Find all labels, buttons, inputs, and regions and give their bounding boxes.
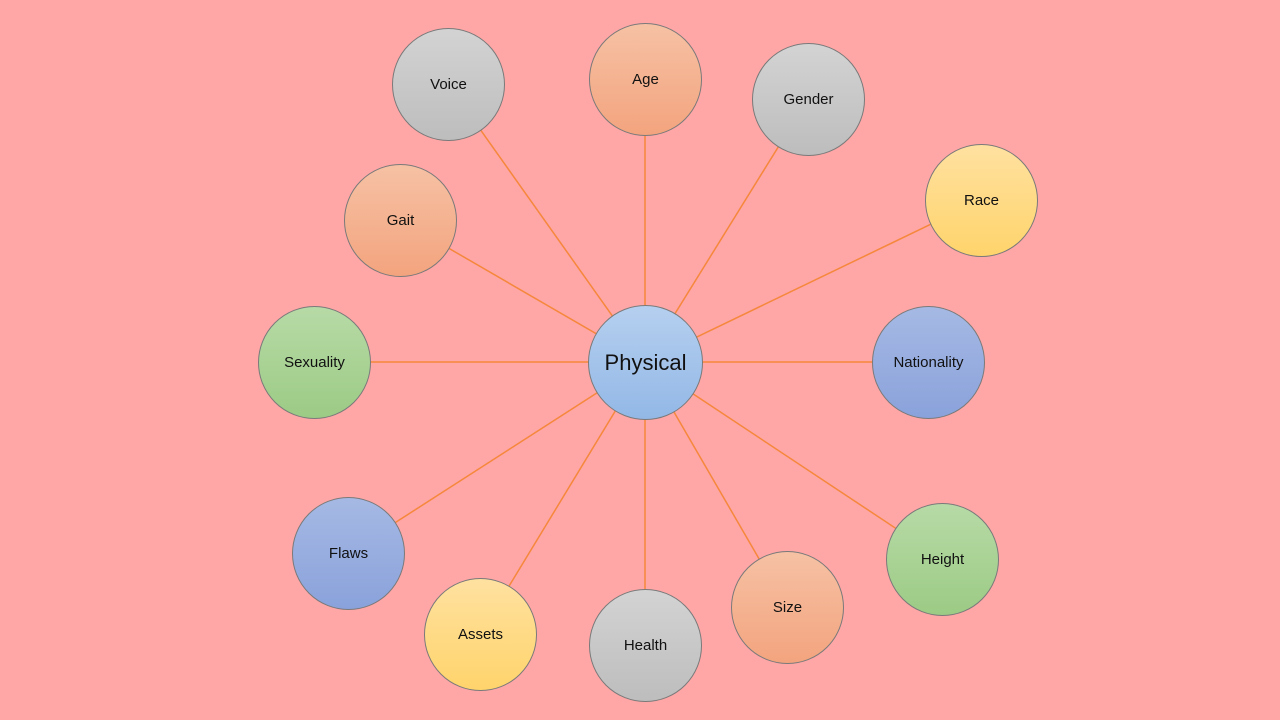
node-label: Nationality xyxy=(893,354,964,371)
node-size[interactable]: Size xyxy=(731,551,844,664)
connector-line xyxy=(644,199,982,363)
node-label: Flaws xyxy=(328,545,369,562)
connector-line xyxy=(644,361,943,560)
node-label: Size xyxy=(772,599,803,616)
node-flaws[interactable]: Flaws xyxy=(292,497,405,610)
node-height[interactable]: Height xyxy=(886,503,999,616)
center-label: Physical xyxy=(604,349,687,375)
node-health[interactable]: Health xyxy=(589,589,702,702)
node-label: Race xyxy=(963,192,1000,209)
node-gait[interactable]: Gait xyxy=(344,164,457,277)
node-label: Gender xyxy=(783,91,834,108)
node-nationality[interactable]: Nationality xyxy=(872,306,985,419)
node-assets[interactable]: Assets xyxy=(424,578,537,691)
node-sexuality[interactable]: Sexuality xyxy=(258,306,371,419)
node-age[interactable]: Age xyxy=(589,23,702,136)
node-gender[interactable]: Gender xyxy=(752,43,865,156)
connector-line xyxy=(347,361,646,554)
node-label: Age xyxy=(632,71,659,88)
node-race[interactable]: Race xyxy=(925,144,1038,257)
node-label: Height xyxy=(920,551,965,568)
node-label: Gait xyxy=(386,212,415,229)
node-label: Health xyxy=(623,637,668,654)
node-label: Sexuality xyxy=(284,354,345,371)
node-label: Assets xyxy=(457,626,503,643)
node-label: Voice xyxy=(430,76,467,93)
node-voice[interactable]: Voice xyxy=(392,28,505,141)
node-physical-center[interactable]: Physical xyxy=(588,305,703,420)
